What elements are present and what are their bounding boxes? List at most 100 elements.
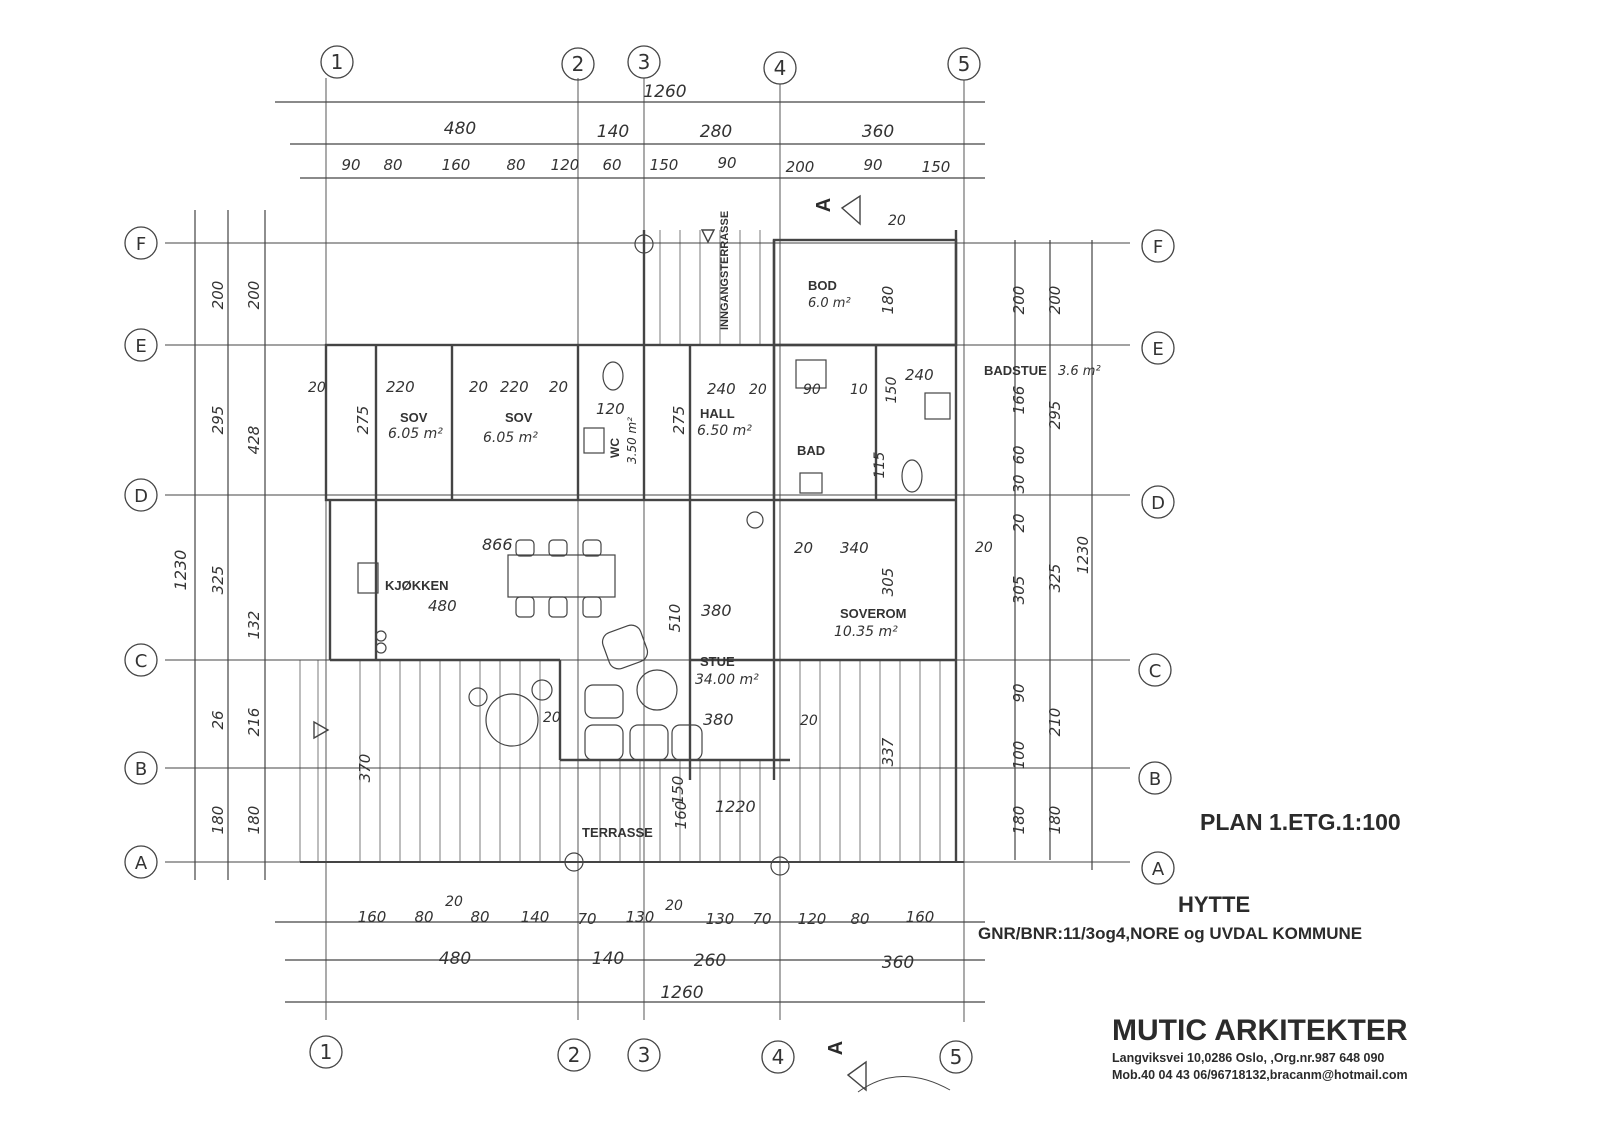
grid-bubble-right-f: F: [1141, 229, 1175, 263]
dim-label: 20: [549, 378, 568, 396]
dim-label: 325: [209, 566, 227, 595]
dim-label: 380: [703, 710, 734, 729]
grid-label: 5: [958, 52, 971, 76]
grid-label: 2: [568, 1043, 581, 1067]
dim-label: 80: [470, 908, 489, 926]
grid-label: F: [136, 234, 146, 255]
dim-label: 70: [577, 910, 596, 928]
terrace-decking: [299, 230, 964, 863]
room-hall-name: HALL: [700, 406, 735, 421]
section-markers: A A: [313, 194, 951, 1093]
grid-bubble-right-e: E: [1141, 331, 1175, 365]
dim-label: 30: [1010, 474, 1028, 493]
dim-bottom-total: 1260: [660, 983, 703, 1003]
grid-label: 3: [638, 50, 651, 74]
grid-bubble-left-c: C: [124, 643, 158, 677]
grid-bubbles: 1 2 3 4 5 1 2 3 4 5 F E D C B A F E D C …: [124, 45, 1175, 1074]
dim-label: 866: [482, 535, 513, 554]
room-stue-area: 34.00 m²: [695, 672, 759, 688]
grid-bubble-bottom-2: 2: [557, 1038, 591, 1072]
grid-label: E: [135, 336, 146, 357]
grid-bubble-top-4: 4: [763, 51, 797, 85]
grid-label: 5: [950, 1045, 963, 1069]
grid-label: F: [1153, 237, 1163, 258]
dim-label: 280: [700, 122, 732, 142]
dim-label: 160: [906, 908, 935, 926]
dim-label: 240: [905, 366, 934, 384]
dim-label: 60: [602, 156, 621, 174]
grid-label: B: [1149, 769, 1161, 790]
grid-label: C: [1149, 661, 1162, 682]
dim-label: 180: [879, 286, 897, 315]
room-terrasse-name: TERRASSE: [582, 825, 653, 840]
dim-label: 120: [596, 400, 625, 418]
dim-label: 150: [884, 377, 900, 404]
dim-label: 90: [863, 156, 882, 174]
dim-label: 337: [879, 737, 897, 766]
dimension-labels: 1260 480 140 280 360 90 80 160 80 120 60…: [171, 82, 1092, 1003]
dim-label: 180: [1010, 806, 1028, 835]
room-soverom-name: SOVEROM: [840, 606, 906, 621]
grid-bubble-left-f: F: [124, 226, 158, 260]
dim-label: 210: [1046, 708, 1064, 737]
dim-label: 200: [245, 281, 263, 310]
dim-label: 90: [1010, 683, 1028, 702]
dim-label: 20: [469, 378, 488, 396]
grid-label: A: [135, 853, 148, 874]
dim-label: 200: [1010, 286, 1028, 315]
grid-bubble-left-b: B: [124, 751, 158, 785]
section-marker-bottom: A: [825, 1041, 847, 1055]
grid-bubble-top-3: 3: [627, 45, 661, 79]
dim-label: 150: [650, 156, 679, 174]
grid-bubble-bottom-5: 5: [939, 1040, 973, 1074]
dim-label: 160: [358, 908, 387, 926]
dim-label: 200: [209, 281, 227, 310]
firm-address: Langviksvei 10,0286 Oslo, ,Org.nr.987 64…: [1112, 1051, 1384, 1065]
dim-label: 275: [670, 406, 688, 435]
dim-label: 20: [1010, 513, 1028, 532]
room-badstue-area: 3.6 m²: [1058, 364, 1101, 379]
room-inngangsterrasse-name: INNGANGSTERRASSE: [719, 211, 731, 330]
dim-label: 120: [551, 156, 580, 174]
grid-bubble-right-b: B: [1138, 761, 1172, 795]
room-sov2-area: 6.05 m²: [483, 430, 538, 446]
room-bod-area: 6.0 m²: [808, 296, 851, 311]
grid-bubble-left-e: E: [124, 328, 158, 362]
room-kjokken-area: 480: [428, 597, 457, 615]
section-arrow-bottom-icon: [846, 1060, 867, 1092]
dim-label: 90: [717, 154, 736, 172]
dim-label: 160: [442, 156, 471, 174]
section-arrow-top-icon: [840, 194, 861, 226]
dim-label: 90: [803, 382, 821, 398]
grid-label: D: [134, 486, 148, 507]
dim-label: 295: [1046, 401, 1064, 430]
grid-bubble-left-d: D: [124, 478, 158, 512]
section-marker-top: A: [813, 198, 835, 212]
dim-label: 130: [626, 908, 655, 926]
dim-label: 216: [245, 708, 263, 737]
grid-label: 1: [331, 50, 344, 74]
dim-label: 260: [694, 951, 726, 971]
dim-label: 70: [752, 910, 771, 928]
title-block: PLAN 1.ETG.1:100 HYTTE GNR/BNR:11/3og4,N…: [978, 809, 1408, 1082]
dim-label: 20: [975, 540, 993, 556]
dim-label: 140: [597, 122, 629, 142]
dim-label: 140: [521, 908, 550, 926]
dim-label: 20: [665, 898, 683, 914]
dim-label: 295: [209, 406, 227, 435]
dim-label: 166: [1010, 386, 1028, 415]
project-title: HYTTE: [1178, 892, 1250, 917]
grid-bubble-right-d: D: [1141, 485, 1175, 519]
top-dimension-lines: [194, 101, 1093, 1003]
section-arc: [857, 1076, 951, 1093]
grid-bubble-top-2: 2: [561, 47, 595, 81]
dim-label: 20: [794, 539, 813, 557]
grid-bubble-right-c: C: [1138, 653, 1172, 687]
furniture: [357, 234, 951, 876]
dim-label: 115: [872, 452, 888, 479]
room-hall-area: 6.50 m²: [697, 423, 752, 439]
dim-label: 60: [1010, 445, 1028, 464]
dim-label: 380: [701, 601, 732, 620]
firm-contact: Mob.40 04 43 06/96718132,bracanm@hotmail…: [1112, 1068, 1408, 1082]
dim-label: 240: [707, 380, 736, 398]
